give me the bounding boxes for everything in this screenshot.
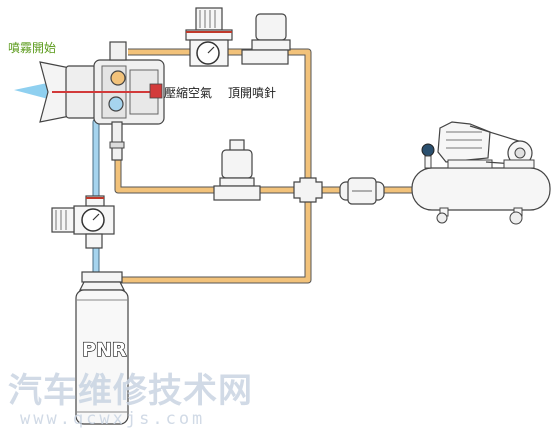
tank-label: PNR (82, 339, 127, 361)
watermark-url: www.qcwxjs.com (20, 409, 205, 429)
air-regulator-top (185, 7, 233, 67)
tank-body (75, 289, 129, 425)
air-filter (339, 177, 385, 205)
solenoid-valve-middle (213, 139, 261, 201)
watermark-chinese: 汽车维修技术网 (8, 371, 253, 411)
solenoid-valve-top (241, 13, 291, 65)
spray-start-label: 噴霧開始 (8, 41, 56, 55)
compressed-air-label: 壓縮空氣 (164, 85, 212, 100)
compressor-wheel-icon (436, 212, 448, 224)
compressor-tank (411, 167, 551, 211)
push-needle-label: 頂開噴針 (228, 85, 276, 100)
pressure-tank: PNR (75, 271, 129, 425)
compressor-gauge-icon (421, 143, 435, 157)
air-compressor (411, 121, 551, 225)
spray-cone (14, 82, 52, 100)
spray-gun (14, 41, 165, 161)
air-regulator-lower (51, 195, 115, 249)
cross-fitting (293, 177, 323, 203)
